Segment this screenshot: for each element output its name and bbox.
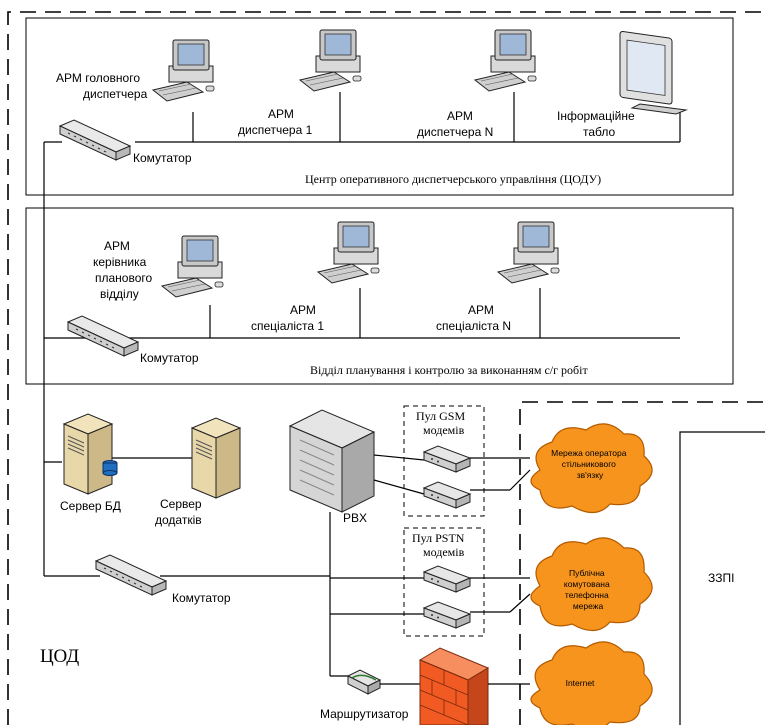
ws-1-label: АРМ диспетчера 1 <box>238 107 313 137</box>
firewall-icon <box>418 647 490 725</box>
switch-codu-icon <box>59 119 131 161</box>
gsm-pool-box <box>403 405 485 517</box>
gsm-pool-label: Пул GSM модемів <box>416 409 468 437</box>
pstn-modem-2-icon <box>423 601 471 629</box>
pstn-modem-1-icon <box>423 565 471 593</box>
pbx-icon <box>288 409 376 513</box>
app-server-label: Сервер додатків <box>155 497 205 527</box>
db-server-icon <box>63 413 113 495</box>
router-icon <box>346 669 382 695</box>
switch-codu-label: Комутатор <box>133 151 192 165</box>
cloud-internet-icon <box>530 641 653 725</box>
cloud-gsm-icon <box>530 423 653 514</box>
cloud-gsm-label: Мережа оператора стільникового зв'язку <box>551 448 629 480</box>
workstation-dispatcher-1-icon <box>299 29 362 92</box>
gsm-modem-2-icon <box>423 481 471 509</box>
pbx-label: PBX <box>343 511 367 525</box>
codu-outer-frame <box>7 11 765 725</box>
workstation-specialist-n-icon <box>497 221 560 284</box>
ws-specn-label: АРМ спеціаліста N <box>436 303 511 333</box>
cloud-pstn-icon <box>530 537 653 632</box>
board-label: Інформаційне табло <box>557 109 638 139</box>
switch-dc-label: Комутатор <box>172 591 231 605</box>
workstation-dispatcher-n-icon <box>474 29 537 92</box>
cod-label: ЦОД <box>40 646 79 667</box>
router-label: Маршрутизатор <box>320 707 409 721</box>
switch-planning-label: Комутатор <box>140 351 199 365</box>
app-server-icon <box>191 417 241 499</box>
external-frame <box>519 401 765 725</box>
switch-dc-icon <box>95 554 167 596</box>
ws-spec1-label: АРМ спеціаліста 1 <box>251 303 324 333</box>
ws-main-label: АРМ головного диспетчера <box>56 71 148 101</box>
codu-box <box>25 17 734 196</box>
ws-head-label: АРМ керівника планового відділу <box>93 239 156 301</box>
gsm-modem-1-icon <box>423 445 471 473</box>
workstation-head-icon <box>161 235 224 298</box>
planning-title: Відділ планування і контролю за виконанн… <box>310 363 588 377</box>
codu-title: Центр оперативного диспетчерського управ… <box>305 172 601 186</box>
workstation-chief-dispatcher-icon <box>152 39 215 102</box>
cloud-pstn-label: Публічна комутована телефонна мережа <box>564 568 612 611</box>
db-server-label: Сервер БД <box>60 499 121 513</box>
external-inner-frame <box>679 431 765 725</box>
info-board-icon <box>619 31 688 115</box>
pstn-pool-label: Пул PSTN модемів <box>412 531 467 559</box>
database-icon <box>102 460 118 476</box>
external-label: ЗЗПІ <box>708 571 734 585</box>
pstn-pool-box <box>403 527 485 637</box>
switch-planning-icon <box>67 315 139 357</box>
planning-box <box>25 207 734 385</box>
workstation-specialist-1-icon <box>317 221 380 284</box>
cloud-internet-label: Internet <box>566 678 595 688</box>
ws-n-label: АРМ диспетчера N <box>417 109 493 139</box>
